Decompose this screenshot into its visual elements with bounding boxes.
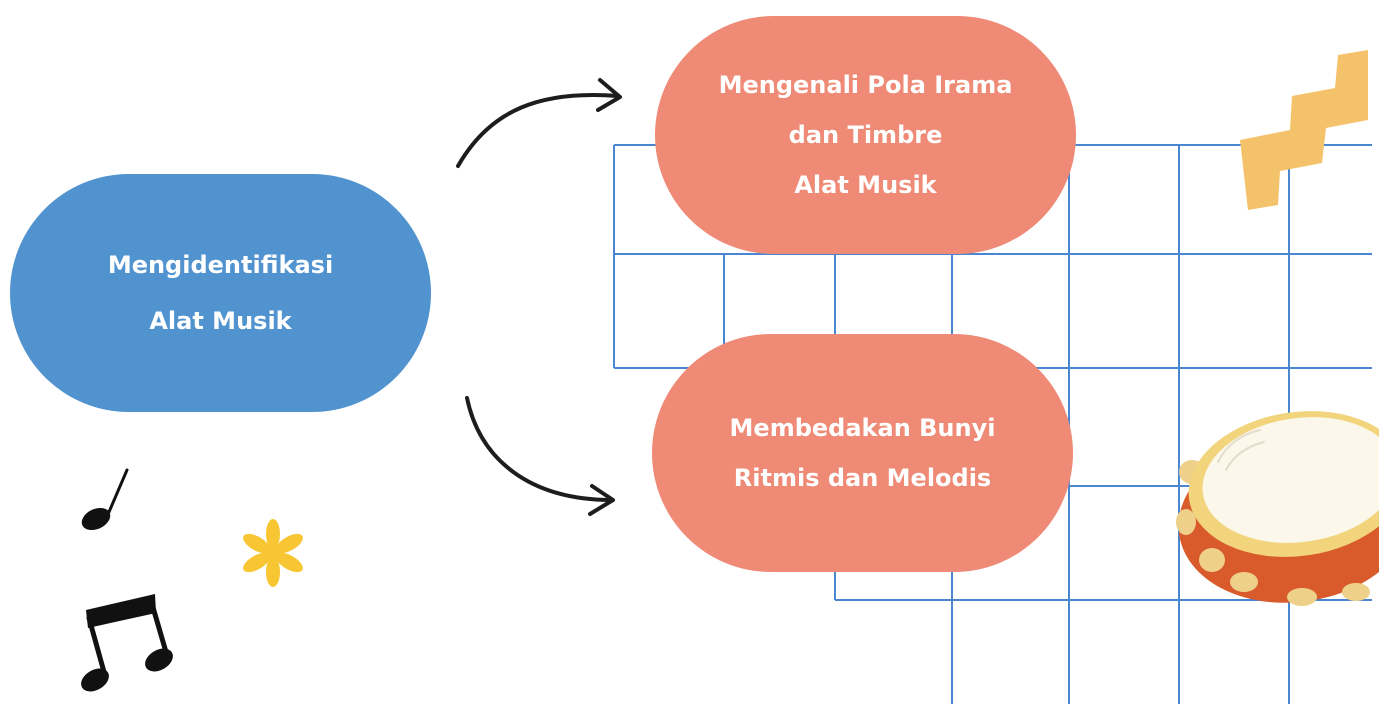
main-topic-node: Mengidentifikasi Alat Musik (10, 174, 431, 412)
main-topic-line-1: Mengidentifikasi (107, 251, 334, 279)
branch-node-rhythmic-melodic: Membedakan Bunyi Ritmis dan Melodis (652, 334, 1073, 572)
tambourine-icon (1176, 411, 1379, 606)
branch-node-rhythm-timbre: Mengenali Pola Irama dan Timbre Alat Mus… (655, 16, 1076, 254)
branch-top-line-1: Mengenali Pola Irama (718, 71, 1013, 99)
main-topic-line-2: Alat Musik (149, 307, 292, 335)
arrow-head-bottom (588, 484, 615, 516)
asterisk-flower-icon (243, 519, 303, 587)
quarter-note-icon (81, 468, 129, 531)
branch-bottom-line-1: Membedakan Bunyi (729, 414, 996, 442)
arrow-to-top (456, 93, 620, 168)
arrow-to-bottom (465, 396, 614, 502)
zigzag-icon (1240, 50, 1368, 210)
branch-top-line-2: dan Timbre (788, 121, 943, 149)
arrow-head-top (596, 78, 622, 112)
branch-top-line-3: Alat Musik (794, 171, 937, 199)
beamed-notes-icon (81, 594, 173, 692)
branch-bottom-line-2: Ritmis dan Melodis (733, 464, 992, 492)
